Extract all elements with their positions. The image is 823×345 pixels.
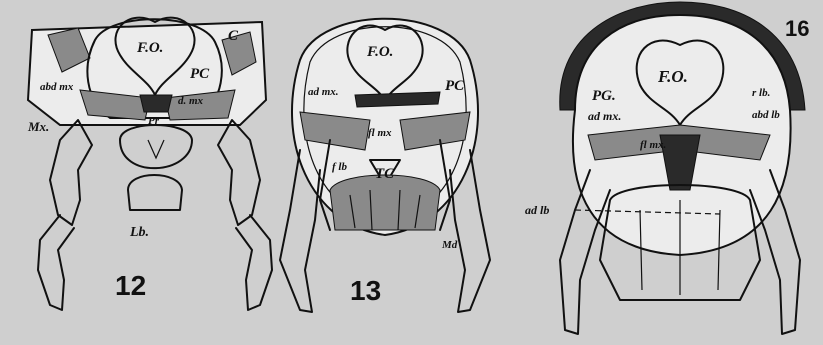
fig12-number: 12: [115, 270, 146, 301]
figure-16: F.O. PG. ad mx. fl mx. r lb. abd lb ad l…: [525, 2, 809, 334]
fig13-mouthparts: [330, 175, 440, 230]
figure-12: F.O. C PC abd mx d. mx Mx. Pr Lb. 12: [27, 18, 272, 310]
fig12-mouth-ring: [120, 125, 192, 168]
fig12-right-maxilla: [218, 120, 260, 225]
figure-13: F.O. PC ad mx. fl mx f lb TC Md 13: [280, 19, 490, 312]
fig16-label-r-lb: r lb.: [752, 87, 770, 99]
fig12-center-mass: [140, 95, 172, 112]
fig13-label-md: Md: [441, 239, 458, 251]
fig12-left-maxilla: [50, 120, 92, 225]
fig16-label-ad-lb: ad lb: [525, 203, 549, 217]
fig13-label-f-lb: f lb: [332, 161, 347, 173]
fig12-label-abd-mx: abd mx: [40, 81, 74, 93]
fig16-label-fl-mx: fl mx.: [640, 139, 666, 151]
fig12-label-mx: Mx.: [27, 119, 49, 134]
fig13-label-pc: PC: [445, 78, 465, 94]
fig12-left-palp: [38, 215, 74, 310]
fig13-label-ad-mx: ad mx.: [308, 86, 339, 98]
fig16-label-ad-mx: ad mx.: [588, 109, 621, 123]
fig12-right-palp: [236, 215, 272, 310]
fig16-label-fo: F.O.: [657, 67, 688, 86]
fig13-number: 13: [350, 275, 381, 306]
fig16-number: 16: [785, 16, 809, 41]
fig12-label-lb: Lb.: [129, 225, 149, 240]
fig12-mouth-center: [148, 140, 164, 158]
fig13-label-fo: F.O.: [366, 44, 393, 60]
fig16-label-pg: PG.: [592, 88, 616, 104]
fig12-label-d-mx: d. mx: [178, 95, 204, 107]
fig16-label-abd-lb: abd lb: [752, 109, 780, 121]
fig12-label-pc: PC: [190, 66, 210, 82]
fig12-labium: [128, 175, 182, 210]
fig13-label-fl-mx: fl mx: [368, 127, 392, 139]
fig13-label-tc: TC: [375, 166, 395, 182]
fig13-tentorial-bar: [355, 92, 440, 107]
fig12-label-fo: F.O.: [136, 40, 163, 56]
fig12-label-pr: Pr: [148, 115, 160, 127]
fig12-label-c: C: [228, 28, 239, 44]
